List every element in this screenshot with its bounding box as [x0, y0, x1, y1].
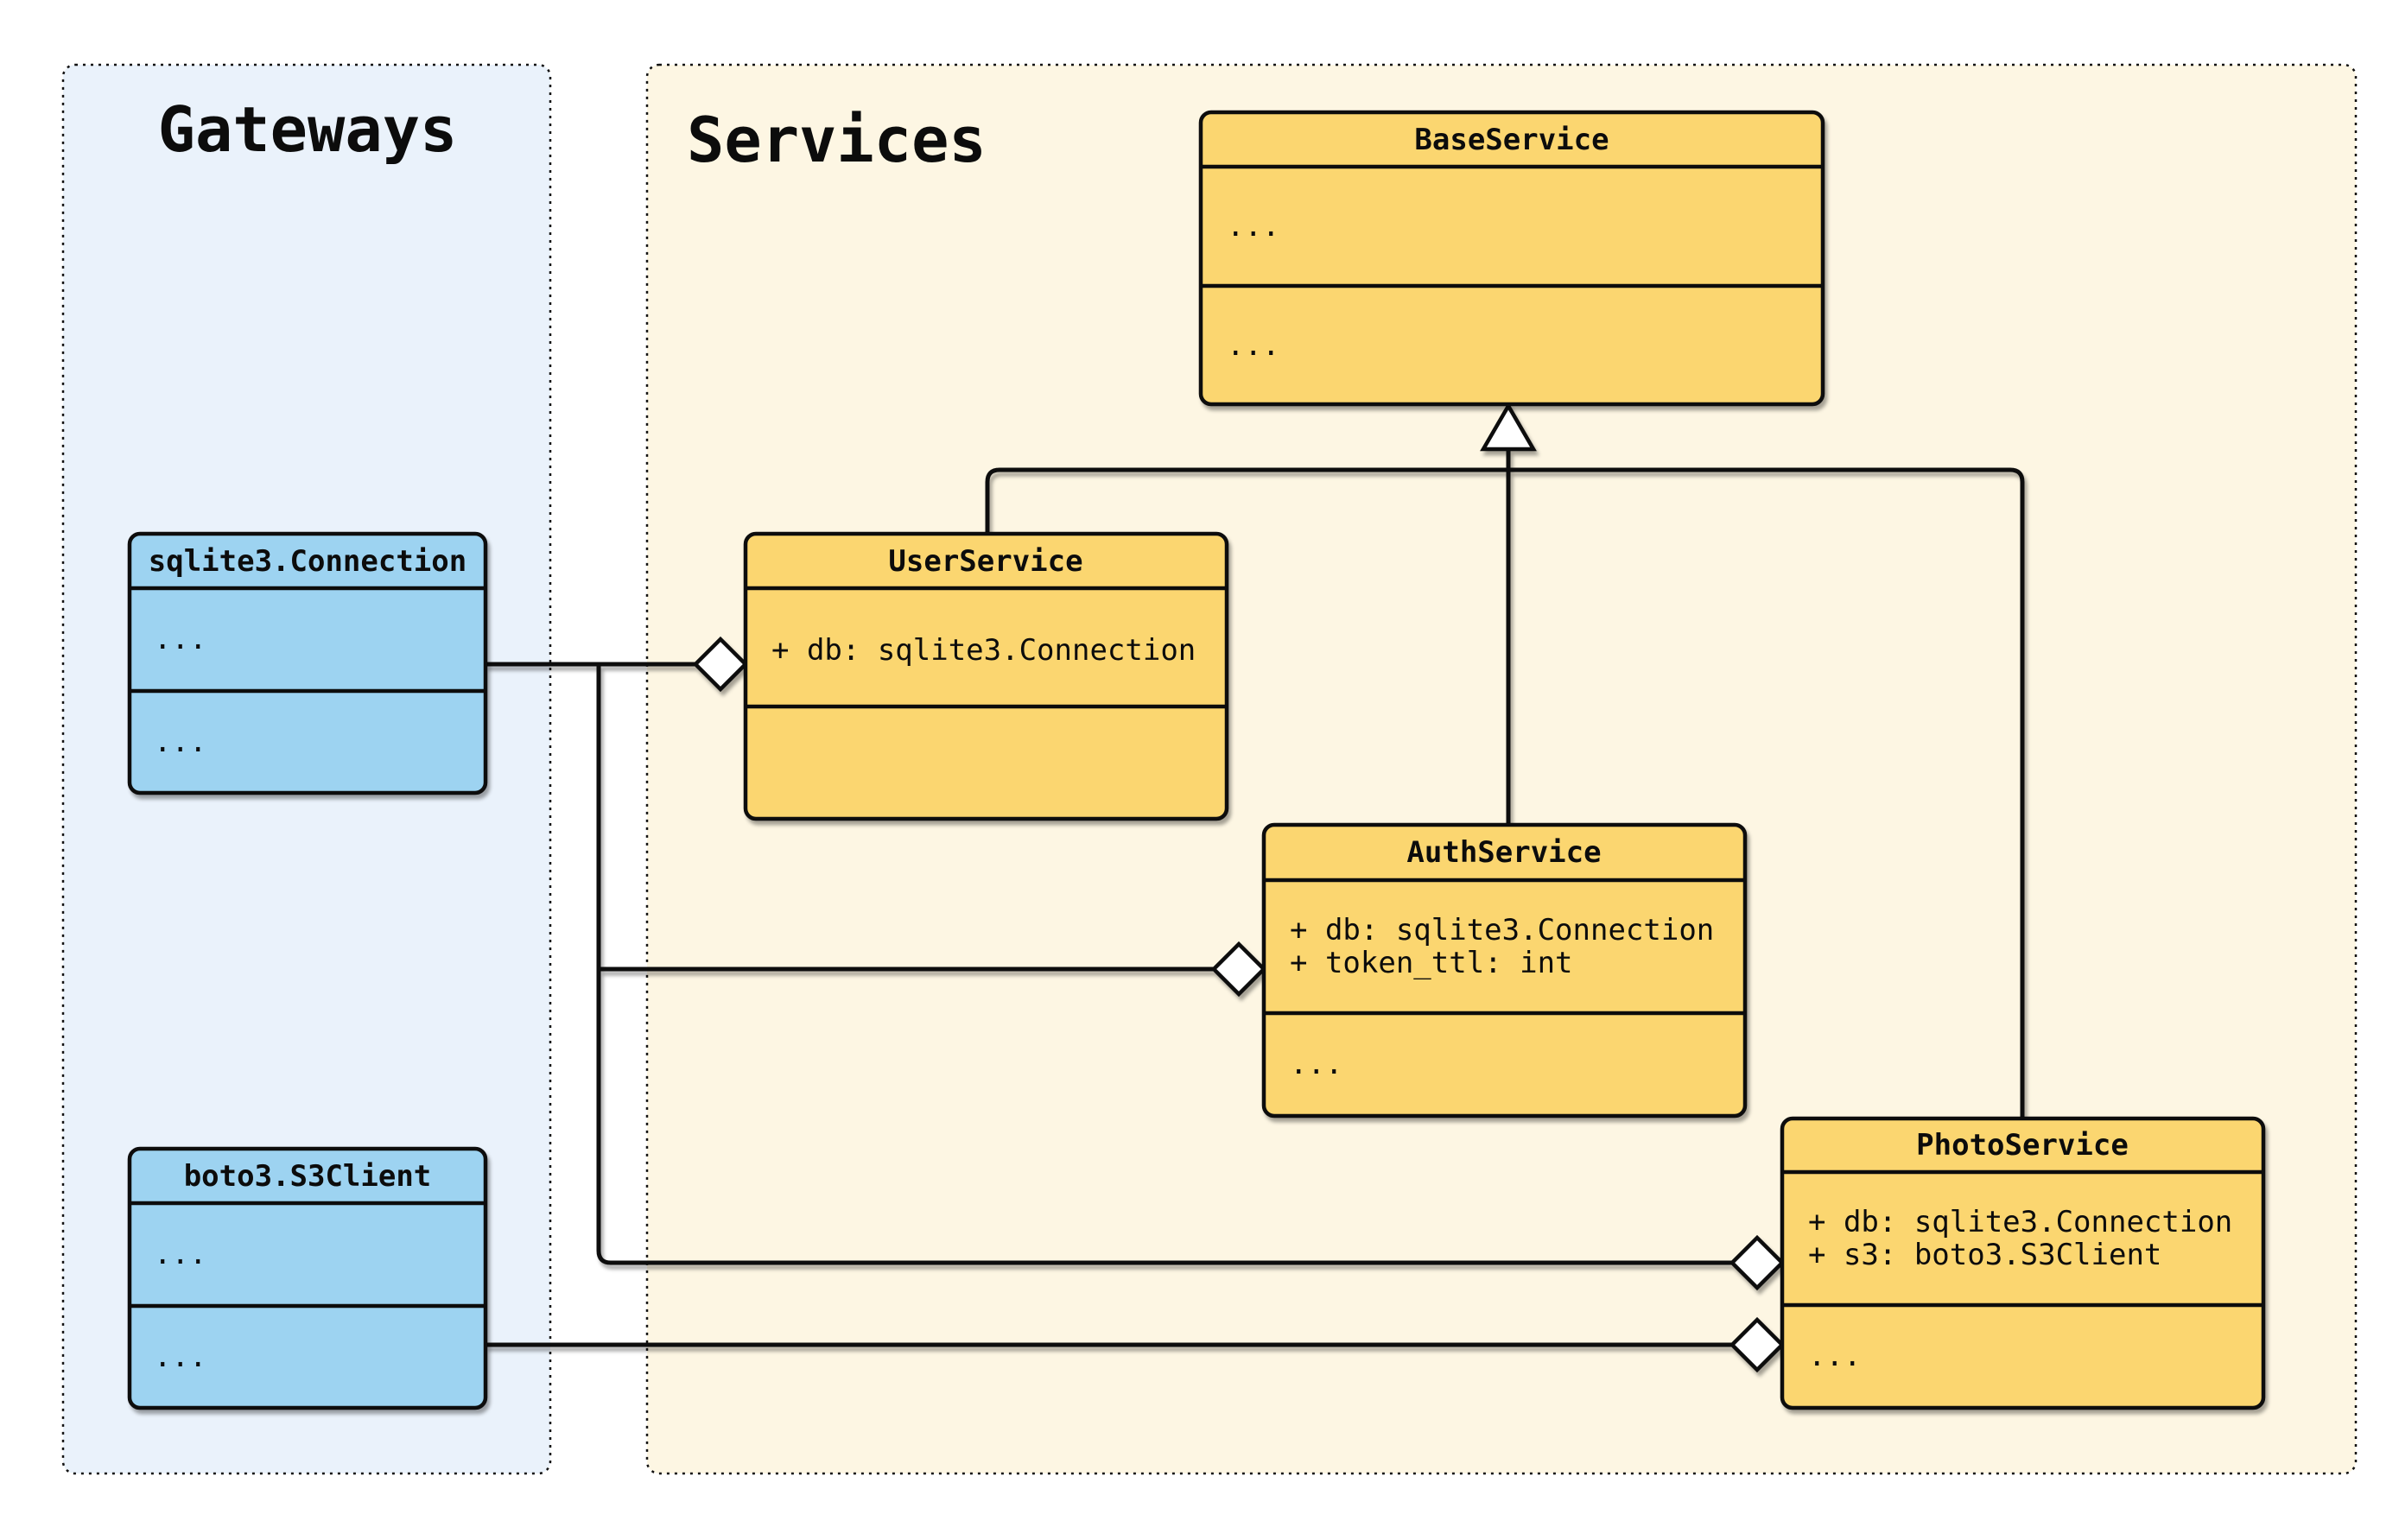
class-boto3-s3client-methods: ...: [154, 1340, 206, 1374]
aggregation-diamond-authservice-icon: [1210, 941, 1267, 998]
inheritance-triangle-icon: [1480, 402, 1537, 452]
class-boto3-s3client: boto3.S3Client ... ...: [127, 1146, 488, 1410]
class-authservice-attribute-db: + db: sqlite3.Connection: [1290, 913, 1714, 947]
class-authservice-methods: ...: [1290, 1047, 1342, 1081]
class-baseservice-title: BaseService: [1414, 123, 1609, 157]
class-photoservice-methods: ...: [1808, 1339, 1861, 1373]
aggregation-diamond-photoservice-s3-icon: [1729, 1316, 1786, 1373]
class-authservice-attribute-token-ttl: + token_ttl: int: [1290, 946, 1573, 980]
class-baseservice-methods: ...: [1227, 328, 1279, 363]
class-sqlite3-connection-title: sqlite3.Connection: [149, 544, 466, 579]
inheritance-edge-user-photo: [985, 467, 2025, 1119]
class-boto3-s3client-title: boto3.S3Client: [184, 1159, 432, 1194]
class-photoservice-title: PhotoService: [1916, 1128, 2129, 1163]
class-boto3-s3client-attributes: ...: [154, 1237, 206, 1271]
class-photoservice-attribute-db: + db: sqlite3.Connection: [1808, 1205, 2232, 1239]
class-baseservice: BaseService ... ...: [1198, 110, 1825, 407]
class-boto3-s3client-box: [127, 1146, 488, 1410]
aggregation-diamond-userservice-icon: [692, 636, 749, 693]
aggregation-edge-sqlite-photo: [596, 664, 1732, 1265]
class-userservice-box: [743, 531, 1229, 821]
class-authservice-title: AuthService: [1406, 835, 1601, 870]
aggregation-diamond-photoservice-db-icon: [1729, 1234, 1786, 1291]
class-photoservice: PhotoService + db: sqlite3.Connection + …: [1780, 1116, 2266, 1410]
class-sqlite3-connection: sqlite3.Connection ... ...: [127, 531, 488, 795]
class-photoservice-box: [1780, 1116, 2266, 1410]
class-sqlite3-connection-attributes: ...: [154, 622, 206, 656]
gateways-title: Gateways: [158, 93, 458, 166]
class-sqlite3-connection-box: [127, 531, 488, 795]
class-photoservice-attribute-s3: + s3: boto3.S3Client: [1808, 1238, 2161, 1272]
class-authservice: AuthService + db: sqlite3.Connection + t…: [1261, 822, 1748, 1119]
class-authservice-box: [1261, 822, 1748, 1119]
class-baseservice-box: [1198, 110, 1825, 407]
class-sqlite3-connection-methods: ...: [154, 725, 206, 759]
services-title: Services: [687, 104, 987, 176]
class-userservice-title: UserService: [888, 544, 1082, 579]
class-userservice: UserService + db: sqlite3.Connection: [743, 531, 1229, 821]
class-baseservice-attributes: ...: [1227, 209, 1279, 244]
class-userservice-attribute-db: + db: sqlite3.Connection: [771, 633, 1196, 668]
